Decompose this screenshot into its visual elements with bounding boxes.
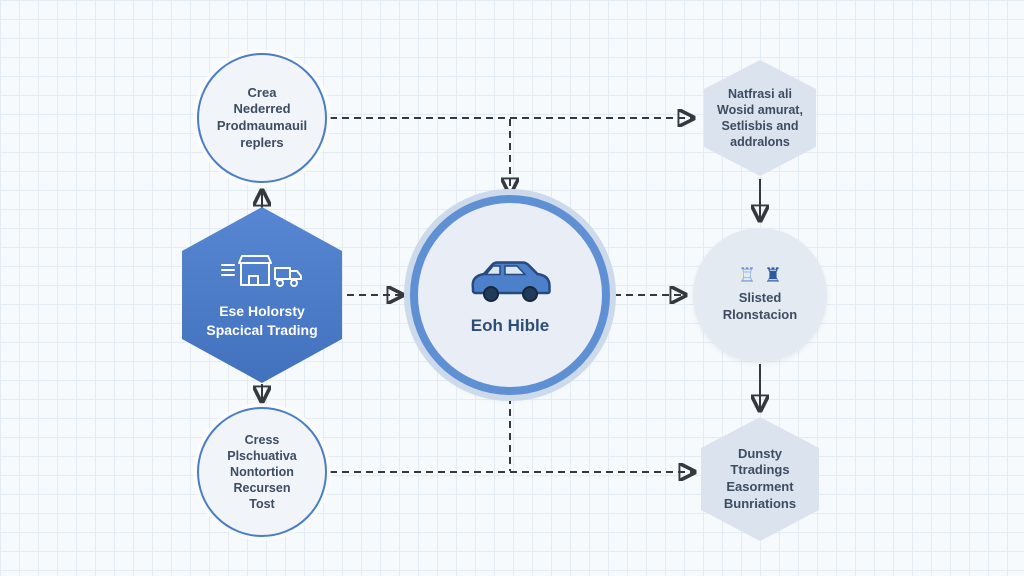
node-top-left-circle: Crea Nederred Prodmaumauil replers	[197, 53, 327, 183]
label-line: Nontortion	[230, 465, 294, 479]
crown-outline-icon: ♖	[738, 265, 756, 288]
storefront-truck-icon	[219, 251, 305, 297]
label-line: Ese Holorsty	[219, 302, 305, 319]
label-line: Recursen	[233, 481, 291, 495]
node-bottom-right-label: Dunsty Ttradings Easorment Bunriations	[724, 446, 796, 513]
label-line: Cress	[244, 433, 280, 447]
label-line: Slisted	[738, 290, 782, 306]
car-icon-svg	[471, 260, 551, 302]
label-line: addralons	[730, 135, 790, 149]
node-right-circle: ♖ ♜ Slisted Rlonstacion	[693, 228, 827, 362]
node-bottom-right-hexagon: Dunsty Ttradings Easorment Bunriations	[701, 417, 819, 541]
crown-solid-icon: ♜	[764, 265, 782, 288]
node-left-hexagon-label: Ese Holorsty Spacical Trading	[206, 302, 317, 340]
label-line: replers	[240, 134, 284, 150]
label-line: Ttradings	[730, 462, 790, 478]
node-center-label: Eoh Hible	[471, 315, 549, 337]
label-line: Bunriations	[723, 495, 797, 511]
node-top-right-label: Natfrasi ali Wosid amurat, Setlisbis and…	[717, 86, 803, 150]
car-icon	[464, 254, 556, 304]
node-top-right-hexagon: Natfrasi ali Wosid amurat, Setlisbis and…	[704, 60, 816, 176]
label-line: Setlisbis and	[721, 119, 799, 133]
node-right-icon-row: ♖ ♜	[738, 266, 782, 286]
label-line: Tost	[249, 497, 275, 511]
label-line: Rlonstacion	[722, 307, 798, 322]
node-top-left-label: Crea Nederred Prodmaumauil replers	[217, 85, 307, 152]
label-line: Plschuativa	[227, 449, 297, 463]
node-right-label: Slisted Rlonstacion	[723, 290, 797, 323]
label-line: Crea	[247, 84, 277, 100]
storefront-truck-icon-svg	[221, 254, 302, 287]
label-line: Eoh Hible	[470, 315, 550, 335]
label-line: Wosid amurat,	[717, 103, 803, 117]
node-center-circle: Eoh Hible	[410, 195, 610, 395]
label-line: Natfrasi ali	[728, 87, 792, 101]
label-line: Nederred	[233, 101, 291, 117]
label-line: Dunsty	[737, 445, 783, 461]
label-line: Prodmaumauil	[216, 118, 308, 133]
label-line: Spacical Trading	[206, 321, 318, 338]
node-bottom-left-circle: Cress Plschuativa Nontortion Recursen To…	[197, 407, 327, 537]
node-bottom-left-label: Cress Plschuativa Nontortion Recursen To…	[227, 432, 296, 512]
label-line: Easorment	[726, 479, 794, 494]
